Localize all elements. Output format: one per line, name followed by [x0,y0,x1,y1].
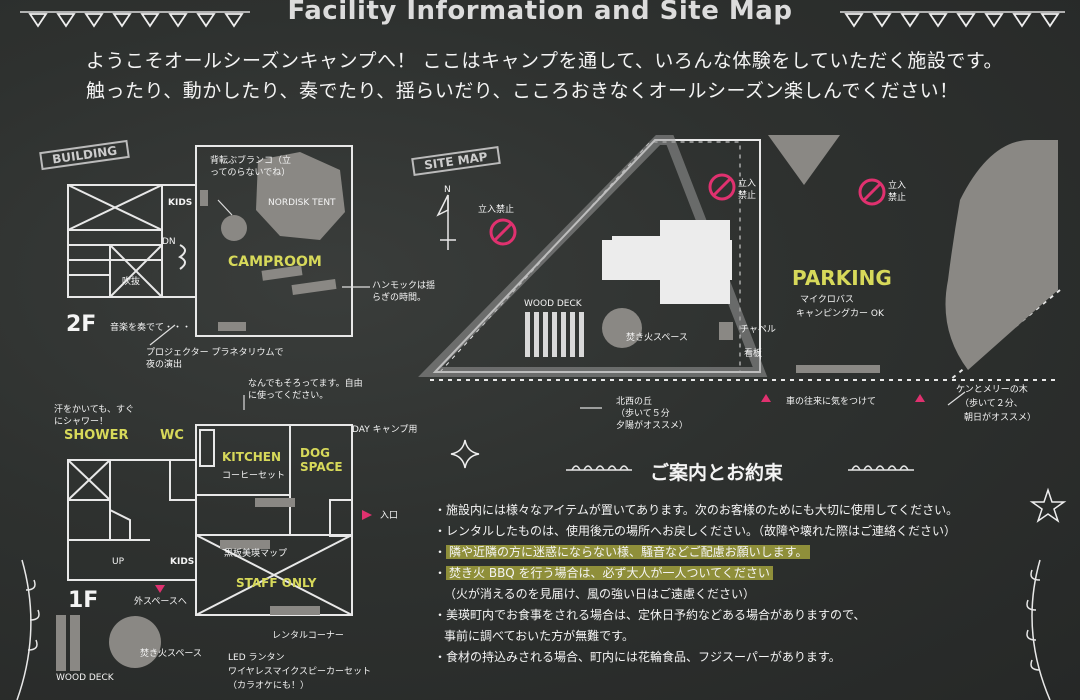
site-triangle [768,135,840,185]
entrance-marker [362,510,372,520]
hammock-note: ハンモックは揺らぎの時間。 [372,281,436,303]
hill-note-3: 夕陽がオススメ） [616,421,689,431]
free-use-note: なんでもそろってます。自由に使ってください。 [248,379,363,401]
tree-pointer [947,391,966,406]
outside-label: 外スペースへ [134,597,187,607]
parking-note-1: マイクロバス [800,295,854,305]
intro-line-1: ようこそオールシーズンキャンプへ！ ここはキャンプを通して、いろんな体験をしてい… [86,50,1003,72]
swing-seat-shape [221,215,247,241]
projector-note: プロジェクター プラネタリウムで夜の演出 [146,348,284,370]
traffic-note: 車の往来に気をつけて [786,397,877,407]
nordisk-tent-shape [256,152,345,240]
coffee-shape [255,498,295,507]
shower-note: 汗をかいても、すぐにシャワー！ [54,405,135,427]
coffee-label: コーヒーセット [222,471,286,481]
parking-label: PARKING [792,266,892,290]
shower-label: SHOWER [64,428,129,443]
rental-corner-label: レンタルコーナー [272,631,344,641]
rules-list: ・施設内には様々なアイテムが置いてあります。次のお客様のためにも大切に使用してく… [434,502,1034,670]
site-bonfire-circle [602,308,642,348]
entrance-label: 入口 [380,511,399,521]
sparkle-icon [450,439,480,469]
rule-item-highlight: ・焚き火 BBQ を行う場合は、必ず大人が一人ついてください [434,565,1034,581]
blackboard-map-label: 黒板美瑛マップ [224,549,288,559]
rule-item-sub: 事前に調べておいた方が無難です。 [444,629,634,643]
music-note: 音楽を奏でて・・・ [110,323,192,333]
north-label: N [444,185,451,195]
blackboard-map-shape [220,540,270,549]
page-title: Facility Information and Site Map [287,0,793,26]
day-camp-note: DAY キャンプ用 [352,425,418,435]
wood-deck-1f-label: WOOD DECK [56,673,114,683]
traffic-marker-2 [915,394,925,402]
hammock-shape [261,265,303,281]
rules-heading: ご案内とお約束 [650,462,784,484]
tree-note-3: 朝日がオススメ） [964,413,1037,423]
parking-note-2: キャンピングカー OK [796,309,884,319]
kids-label-2f: KIDS [168,198,193,208]
intro-line-2: 触ったり、動かしたり、奏でたり、揺らいだり、こころおきなくオールシーズン楽しんで… [86,80,959,102]
floor2-plan [67,145,353,337]
site-wood-deck-label: WOOD DECK [524,299,582,309]
no-entry-label-1: 立入禁止 [478,205,515,215]
star-icon [1029,487,1067,523]
chapel-label: チャペル [740,325,776,335]
rental-item-1: LED ランタン [228,653,285,663]
rental-item-2: ワイヤレスマイクスピーカーセット [228,667,372,677]
tent-label: NORDISK TENT [268,198,336,208]
laurel-decoration [16,465,1051,700]
bunting-decoration [20,11,1065,28]
projector-pointer [149,324,176,346]
no-entry-signs [489,173,886,246]
bonfire-circle-1f [109,616,161,668]
site-bonfire-label: 焚き火スペース [626,333,688,343]
projector-shape [218,322,246,331]
no-entry-label-3: 立入禁止 [888,181,907,203]
up-label: UP [112,557,125,567]
dog-space-label: DOG SPACE [300,446,343,474]
hill-note-1: 北西の丘 [616,397,653,407]
floor2-label: 2F [66,312,97,337]
kitchen-label: KITCHEN [222,450,282,464]
floor1-label: 1F [68,588,99,613]
tree-area [945,140,1058,370]
bonfire-1f-label: 焚き火スペース [140,649,202,659]
tree-note-1: ケンとメリーの木 [956,385,1028,395]
site-wood-deck [525,312,584,357]
swing-pointer [217,199,233,216]
rule-item: ・レンタルしたものは、使用後元の場所へお戻しください。（故障や壊れた際はご連絡く… [434,524,957,538]
rule-item-highlight: ・隣や近隣の方に迷惑にならない様、騒音などご配慮お願いします。 [434,544,1034,560]
rental-shape [270,606,320,615]
camproom-label: CAMPROOM [228,254,322,270]
building-shape-3 [612,236,660,262]
traffic-marker-1 [761,394,771,402]
rule-item-sub: （火が消えるのを見届け、風の強い日はご遠慮ください） [444,587,756,601]
swing-note: 背転ぶブランコ（立ってのらないでね） [210,156,292,178]
rental-item-3: （カラオケにも！） [228,681,310,691]
sign-label: 看板 [744,349,763,359]
dn-label: DN [162,237,176,247]
deck-shape [56,615,66,671]
north-arrow [436,194,456,250]
site-slope [418,135,768,377]
deck-shape-2 [70,615,80,671]
rule-item: ・施設内には様々なアイテムが置いてあります。次のお客様のためにも大切に使用してく… [434,503,959,517]
staff-only-label: STAFF ONLY [236,576,317,590]
hill-note-2: （歩いて５分 [616,409,670,419]
chapel-shape [719,322,733,340]
hammock-shape-2 [291,278,337,296]
rule-item: ・食材の持込みされる場合、町内には花輪食品、フジスーパーがあります。 [434,650,841,664]
swing-post-shape [200,190,208,206]
outside-marker [155,585,165,593]
no-entry-label-2: 立入禁止 [738,179,757,201]
kids-label-1f: KIDS [170,557,195,567]
wc-label: WC [160,428,184,443]
fukinuke-label: 吹抜 [122,277,141,287]
parking-bar [796,365,880,373]
rule-item: ・美瑛町内でお食事をされる場合は、定休日予約などある場合がありますので、 [434,608,866,622]
building-shape-2 [660,220,730,304]
tree-note-2: （歩いて２分、 [960,399,1023,409]
